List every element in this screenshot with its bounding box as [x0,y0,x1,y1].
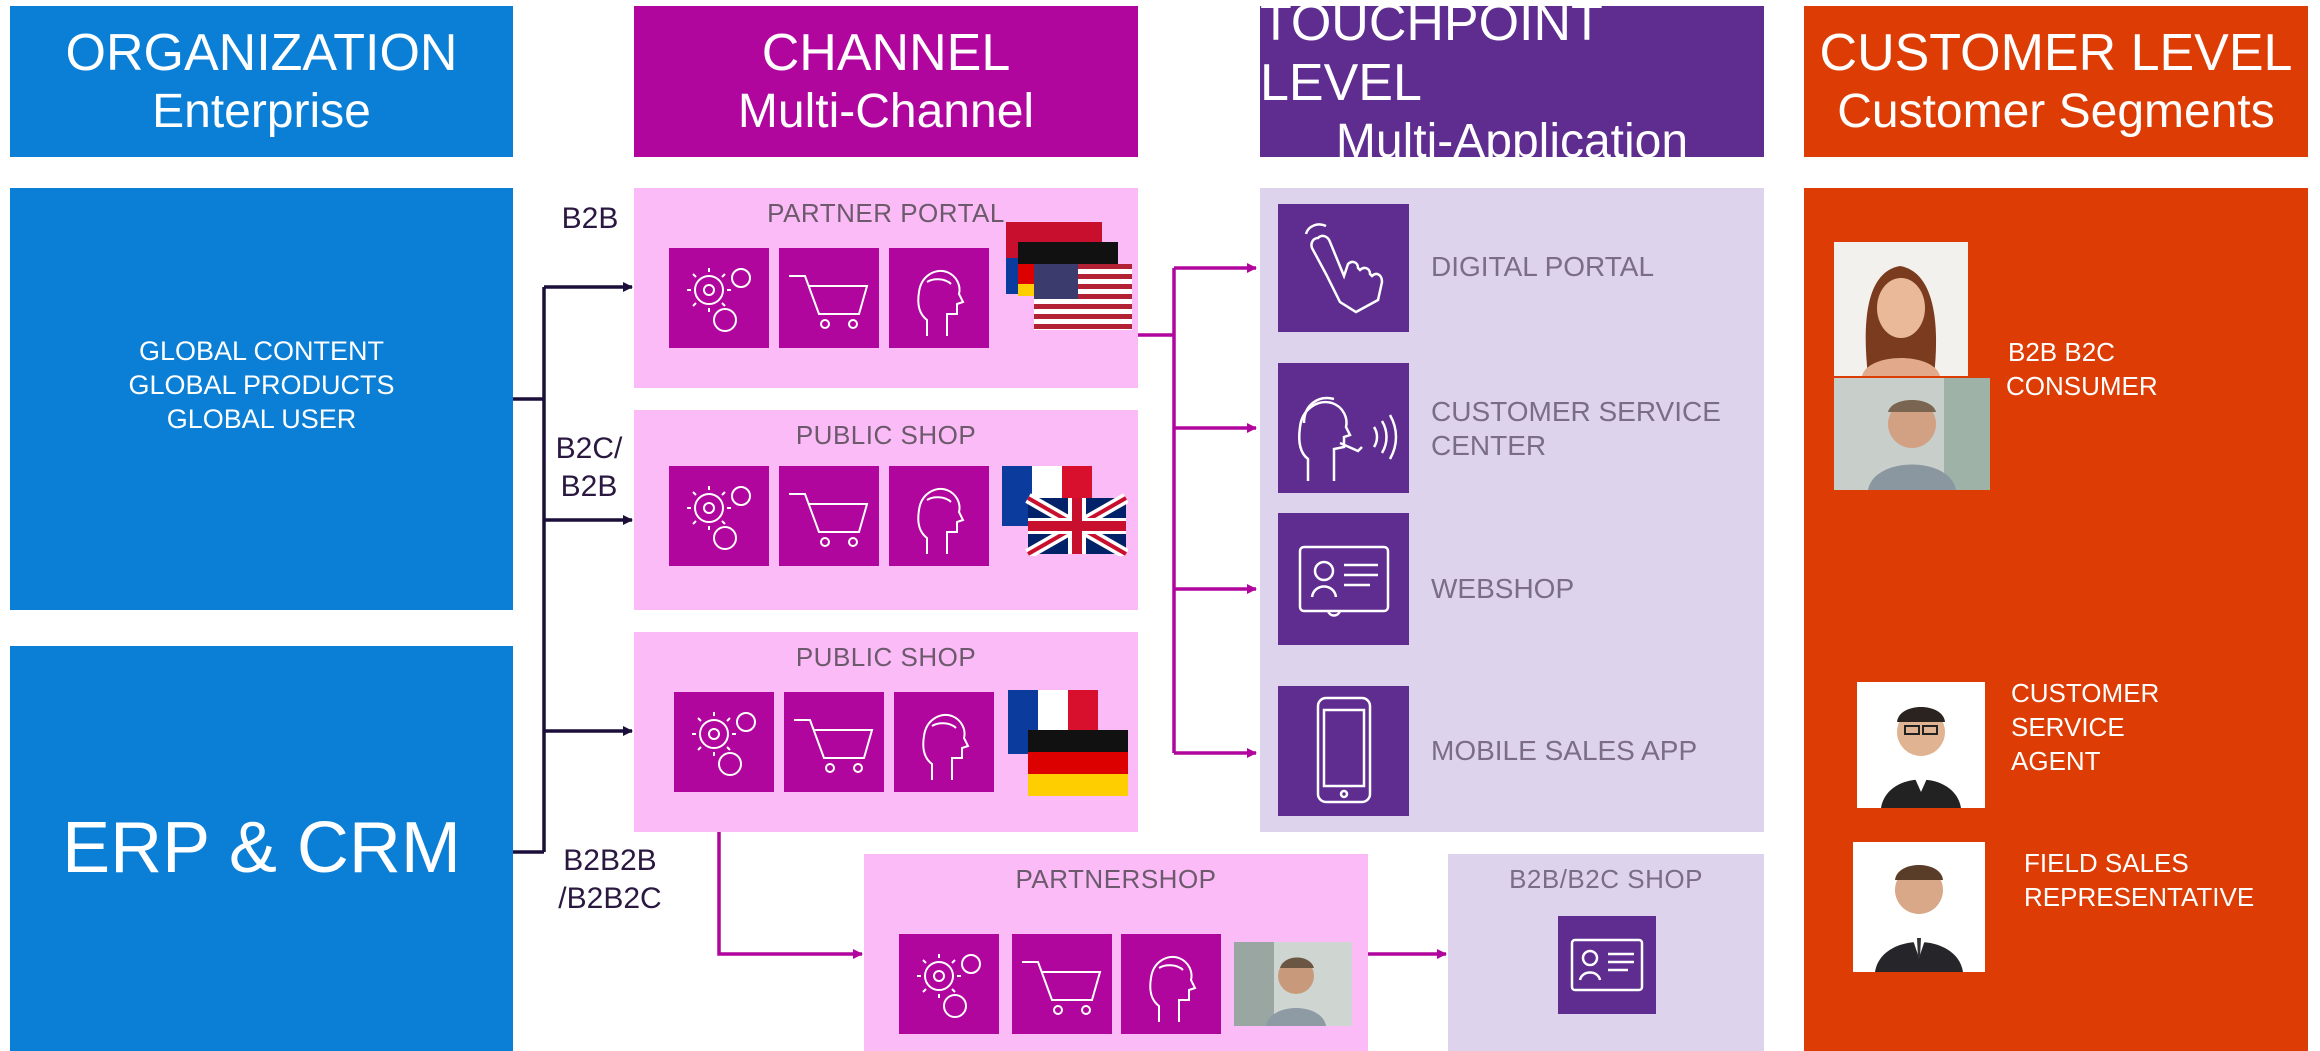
public-shop-box-1: PUBLIC SHOP [634,410,1138,610]
b2b-b2c-consumer-label: B2B B2C CONSUMER [2006,335,2158,403]
header-customer: CUSTOMER LEVEL Customer Segments [1804,6,2308,157]
header-title: TOUCHPOINT LEVEL [1260,0,1602,112]
header-title: CHANNEL [761,23,1011,82]
agent-line: AGENT [2011,746,2101,776]
erp-crm-label: ERP & CRM [62,808,461,888]
label-b2b2b-line: B2B2B [563,844,657,877]
partnershop-title: PARTNERSHOP [1015,864,1217,894]
field-sales-photo [1853,842,1985,972]
mobile-sales-label: MOBILE SALES APP [1431,735,1698,766]
label-b2b: B2B [561,202,619,235]
representative-line: REPRESENTATIVE [2024,882,2255,912]
header-subtitle: Customer Segments [1837,84,2275,138]
gears-icon [899,934,999,1034]
headset-agent-icon [1278,363,1409,493]
b2b-b2c-shop-box: B2B/B2C SHOP [1448,854,1764,1051]
customer-service-label: CUSTOMER SERVICE CENTER [1431,395,1721,463]
public-shop-title: PUBLIC SHOP [795,420,977,450]
shopping-cart-icon [779,466,879,566]
partner-portal-title: PARTNER PORTAL [767,198,1005,228]
label-b2b2c-line: /B2B2C [558,882,662,915]
id-card-icon [1278,513,1409,645]
center-line: CENTER [1431,430,1547,461]
public-shop-title: PUBLIC SHOP [795,642,977,672]
agent-photo [1857,682,1985,808]
header-organization: ORGANIZATION Enterprise [10,6,513,157]
erp-crm-box: ERP & CRM [10,646,513,1051]
b2b-b2c-shop-title: B2B/B2C SHOP [1509,864,1703,894]
header-channel: CHANNEL Multi-Channel [634,6,1138,157]
public-shop-box-2: PUBLIC SHOP [634,632,1138,832]
man-photo [1834,378,1990,490]
service-line: SERVICE [2011,712,2125,742]
header-title: ORGANIZATION [65,23,458,82]
b2b-b2c-line: B2B B2C [2008,337,2115,367]
person-head-icon [1121,934,1221,1034]
gears-icon [669,466,769,566]
global-products-label: GLOBAL PRODUCTS [128,370,395,400]
header-subtitle: Enterprise [152,84,371,138]
person-head-icon [889,248,989,348]
field-sales-label: FIELD SALES REPRESENTATIVE [2024,846,2254,914]
flags-icon [1002,466,1128,556]
touch-hand-icon [1278,204,1409,332]
customer-service-line: CUSTOMER SERVICE [1431,396,1721,427]
global-user-label: GLOBAL USER [166,404,357,434]
webshop-label: WEBSHOP [1431,573,1575,604]
shopping-cart-icon [779,248,879,348]
consumer-line: CONSUMER [2006,371,2158,401]
partnershop-box: PARTNERSHOP [864,854,1368,1051]
label-b2b-line: B2B [560,470,618,503]
person-head-icon [889,466,989,566]
person-head-icon [894,692,994,792]
header-subtitle: Multi-Channel [737,84,1035,138]
label-b2b2b: B2B2B /B2B2C [552,842,668,918]
header-touchpoint: TOUCHPOINT LEVEL Multi-Application [1260,0,1764,168]
shopping-cart-icon [784,692,884,792]
customer-service-agent-label: CUSTOMER SERVICE AGENT [2011,676,2159,778]
digital-portal-label: DIGITAL PORTAL [1431,251,1655,282]
header-title: CUSTOMER LEVEL [1819,23,2293,82]
shopping-cart-icon [1012,934,1112,1034]
global-content-label: GLOBAL CONTENT [138,336,385,366]
header-subtitle: Multi-Application [1335,114,1689,168]
field-sales-line: FIELD SALES [2024,848,2189,878]
label-b2c-b2b: B2C/ B2B [548,430,630,506]
flags-icon [1008,690,1128,798]
woman-photo [1834,242,1968,376]
gears-icon [669,248,769,348]
id-card-icon [1558,916,1656,1014]
smartphone-icon [1278,686,1409,816]
flags-icon [1006,222,1132,330]
label-b2c-line: B2C/ [555,432,623,465]
partner-portal-box: PARTNER PORTAL [634,188,1138,388]
partner-photo [1234,942,1352,1026]
gears-icon [674,692,774,792]
global-data-box: GLOBAL CONTENT GLOBAL PRODUCTS GLOBAL US… [10,188,513,610]
customer-line: CUSTOMER [2011,678,2160,708]
